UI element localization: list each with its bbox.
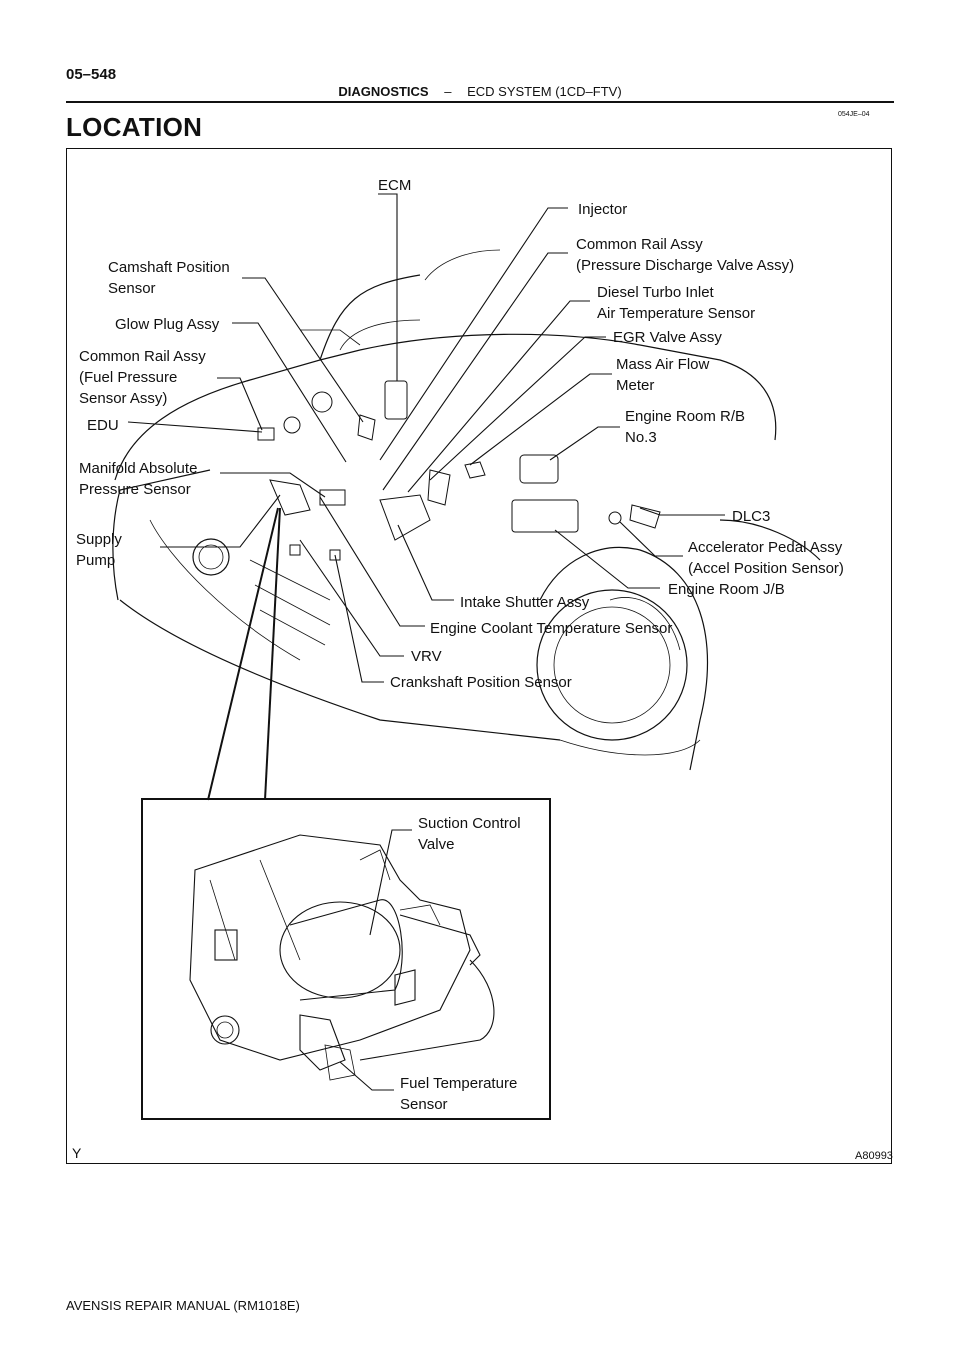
label-egr-valve: EGR Valve Assy (613, 329, 722, 346)
zoom-lines (207, 507, 281, 801)
label-edu: EDU (87, 417, 119, 434)
engine-components (257, 380, 661, 561)
label-suction-control-valve: Suction Control Valve (418, 815, 521, 853)
supply-pump-detail (189, 834, 495, 1081)
label-vrv: VRV (411, 648, 442, 665)
leader-lines (127, 193, 725, 683)
label-supply-pump: Supply Pump (76, 531, 122, 569)
label-common-rail-pdv: Common Rail Assy (Pressure Discharge Val… (576, 236, 795, 274)
label-common-rail-fps: Common Rail Assy (Fuel Pressure Sensor A… (79, 348, 206, 407)
label-ecm: ECM (378, 177, 412, 194)
label-diesel-turbo-sensor: Diesel Turbo Inlet Air Temperature Senso… (597, 284, 756, 322)
label-intake-shutter: Intake Shutter Assy (460, 594, 590, 611)
running-header: DIAGNOSTICS – ECD SYSTEM (1CD–FTV) (0, 84, 960, 99)
footer-manual-title: AVENSIS REPAIR MANUAL (RM1018E) (66, 1298, 300, 1313)
label-glow-plug: Glow Plug Assy (115, 316, 220, 333)
vehicle-outline (112, 249, 821, 771)
inset-frame (141, 798, 551, 1120)
figure-corner-mark: Y (72, 1145, 82, 1161)
label-fuel-temp-sensor: Fuel Temperature Sensor (400, 1075, 518, 1113)
header-section: DIAGNOSTICS (338, 84, 429, 99)
label-crankshaft-sensor: Crankshaft Position Sensor (390, 674, 572, 691)
inset-leader-lines (339, 829, 412, 1091)
label-map-sensor: Manifold Absolute Pressure Sensor (79, 460, 198, 498)
header-separator: – (444, 84, 452, 99)
label-camshaft-sensor: Camshaft Position Sensor (108, 259, 230, 297)
figure-id: A80993 (855, 1150, 893, 1162)
document-code: 054JE–04 (838, 111, 870, 118)
label-dlc3: DLC3 (732, 508, 771, 525)
label-coolant-temp-sensor: Engine Coolant Temperature Sensor (430, 620, 673, 637)
label-maf-meter: Mass Air Flow Meter (616, 356, 710, 394)
label-engine-room-rb: Engine Room R/B No.3 (625, 408, 746, 446)
label-injector: Injector (578, 201, 628, 218)
section-title: LOCATION (66, 112, 203, 142)
figure-frame (66, 148, 892, 1164)
label-accel-pedal: Accelerator Pedal Assy (Accel Position S… (688, 539, 844, 577)
header-subsection: ECD SYSTEM (1CD–FTV) (467, 84, 622, 99)
label-engine-room-jb: Engine Room J/B (668, 581, 785, 598)
header-rule (66, 101, 894, 103)
page-number: 05–548 (66, 66, 117, 83)
